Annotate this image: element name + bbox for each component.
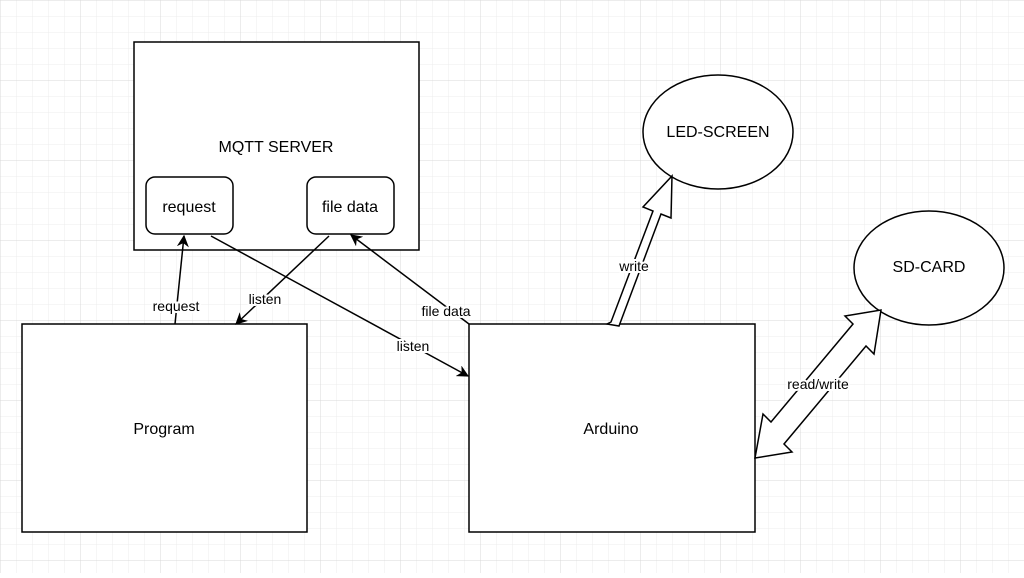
edge-arduino-to-file-data[interactable] [350,234,470,325]
program-label: Program [133,421,194,438]
file-data-box-label: file data [322,199,378,216]
program-box[interactable] [21,323,308,533]
arduino-label: Arduino [583,421,638,438]
edge-file-data-to-program[interactable] [235,235,330,325]
led-screen-node[interactable] [642,74,794,190]
file-data-box[interactable] [306,176,395,235]
sd-card-node[interactable] [853,210,1005,326]
edge-request-to-arduino[interactable] [210,235,470,377]
sd-card-label: SD-CARD [893,259,966,276]
edge-label-write: write [618,258,649,274]
request-box[interactable] [145,176,234,235]
mqtt-server-label: MQTT SERVER [219,139,334,156]
edge-label-listen-arduino: listen [397,338,430,354]
edge-label-request: request [153,298,200,314]
edge-label-file-data: file data [421,303,470,319]
request-box-label: request [162,199,216,216]
arduino-box[interactable] [468,323,756,533]
edge-arduino-sd[interactable] [754,309,882,459]
edge-program-to-request[interactable] [174,234,189,325]
edge-arduino-to-led[interactable] [604,174,673,327]
edge-label-read-write: read/write [787,376,849,392]
led-screen-label: LED-SCREEN [666,124,769,141]
edge-label-listen-program: listen [249,291,282,307]
